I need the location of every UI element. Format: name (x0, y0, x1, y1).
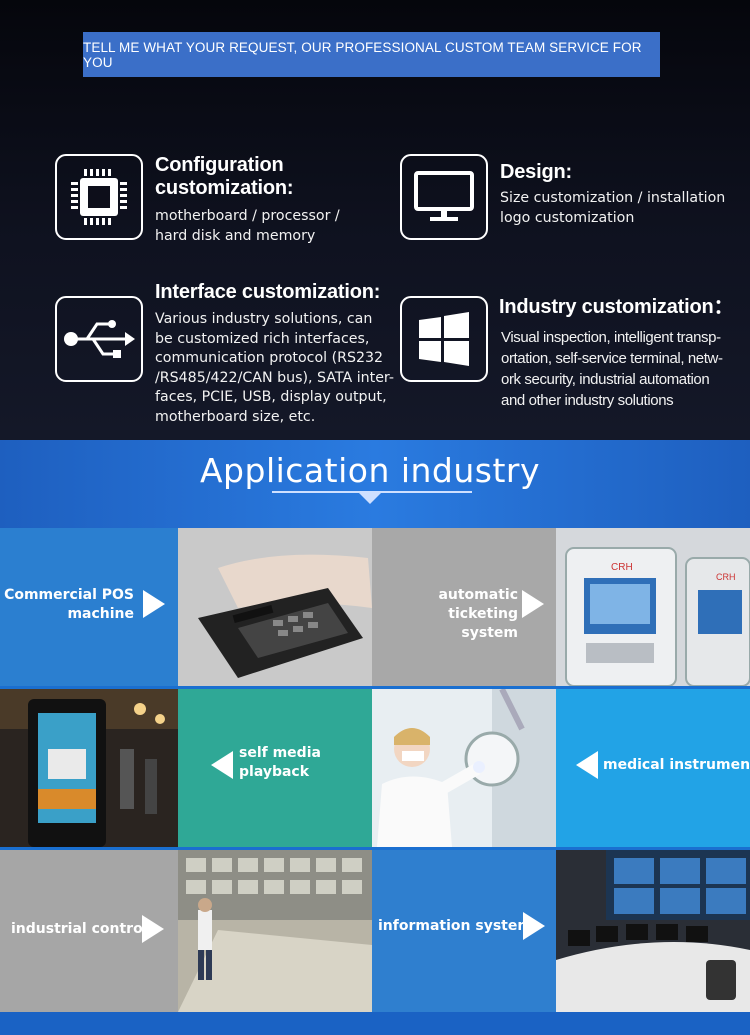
arrow-right-icon (523, 912, 545, 940)
cpu-chip-icon (55, 154, 143, 240)
tile-self-media[interactable]: self media playback (178, 689, 372, 847)
tile-industrial-control[interactable]: industrial control (0, 850, 178, 1012)
arrow-right-icon (142, 915, 164, 943)
industry-title: Industry customization： (499, 296, 734, 318)
digital-signage-image (0, 689, 178, 847)
tile-medical-instrument[interactable]: medical instrument (556, 689, 750, 847)
control-room-image (178, 850, 372, 1012)
tile-commercial-pos[interactable]: Commercial POS machine (0, 528, 178, 686)
industry-desc: Visual inspection, intelligent transp- o… (501, 329, 723, 409)
customization-section: TELL ME WHAT YOUR REQUEST, OUR PROFESSIO… (0, 0, 750, 440)
svg-text:CRH: CRH (611, 562, 633, 573)
interface-title: Interface customization: (155, 281, 381, 303)
configuration-title-line1: Configuration (155, 154, 284, 176)
tile-label: self media playback (239, 745, 321, 780)
windows-logo-icon (400, 296, 488, 382)
request-banner: TELL ME WHAT YOUR REQUEST, OUR PROFESSIO… (83, 32, 660, 77)
arrow-right-icon (143, 590, 165, 618)
application-title: Application industry (199, 451, 541, 490)
monitoring-center-image (556, 850, 750, 1012)
medical-instrument-image (372, 689, 556, 847)
monitor-icon (400, 154, 488, 240)
application-grid: Commercial POS machine automatic ticketi… (0, 528, 750, 1012)
tile-label: medical instrument (603, 757, 750, 773)
pos-terminal-image (178, 528, 372, 686)
configuration-title-line2: customization: (155, 177, 294, 199)
tile-label: industrial control (11, 921, 148, 937)
tile-label: information system (378, 918, 532, 934)
arrow-left-icon (211, 751, 233, 779)
ticket-machine-image: CRH CRH (556, 528, 750, 686)
tile-label: automatic ticketing system (438, 587, 518, 641)
design-desc: Size customization / installation logo c… (500, 190, 726, 226)
design-title: Design: (500, 161, 572, 183)
tile-automatic-ticketing[interactable]: automatic ticketing system (372, 528, 556, 686)
title-pointer-icon (358, 492, 382, 504)
configuration-desc: motherboard / processor / hard disk and … (155, 208, 340, 244)
application-header (0, 440, 750, 528)
usb-icon (55, 296, 143, 382)
arrow-right-icon (522, 590, 544, 618)
footer-bar (0, 1012, 750, 1035)
tile-label: Commercial POS machine (4, 587, 134, 622)
tile-information-system[interactable]: information system (372, 850, 556, 1012)
svg-text:CRH: CRH (716, 572, 736, 582)
arrow-left-icon (576, 751, 598, 779)
interface-desc: Various industry solutions, can be custo… (155, 311, 394, 425)
